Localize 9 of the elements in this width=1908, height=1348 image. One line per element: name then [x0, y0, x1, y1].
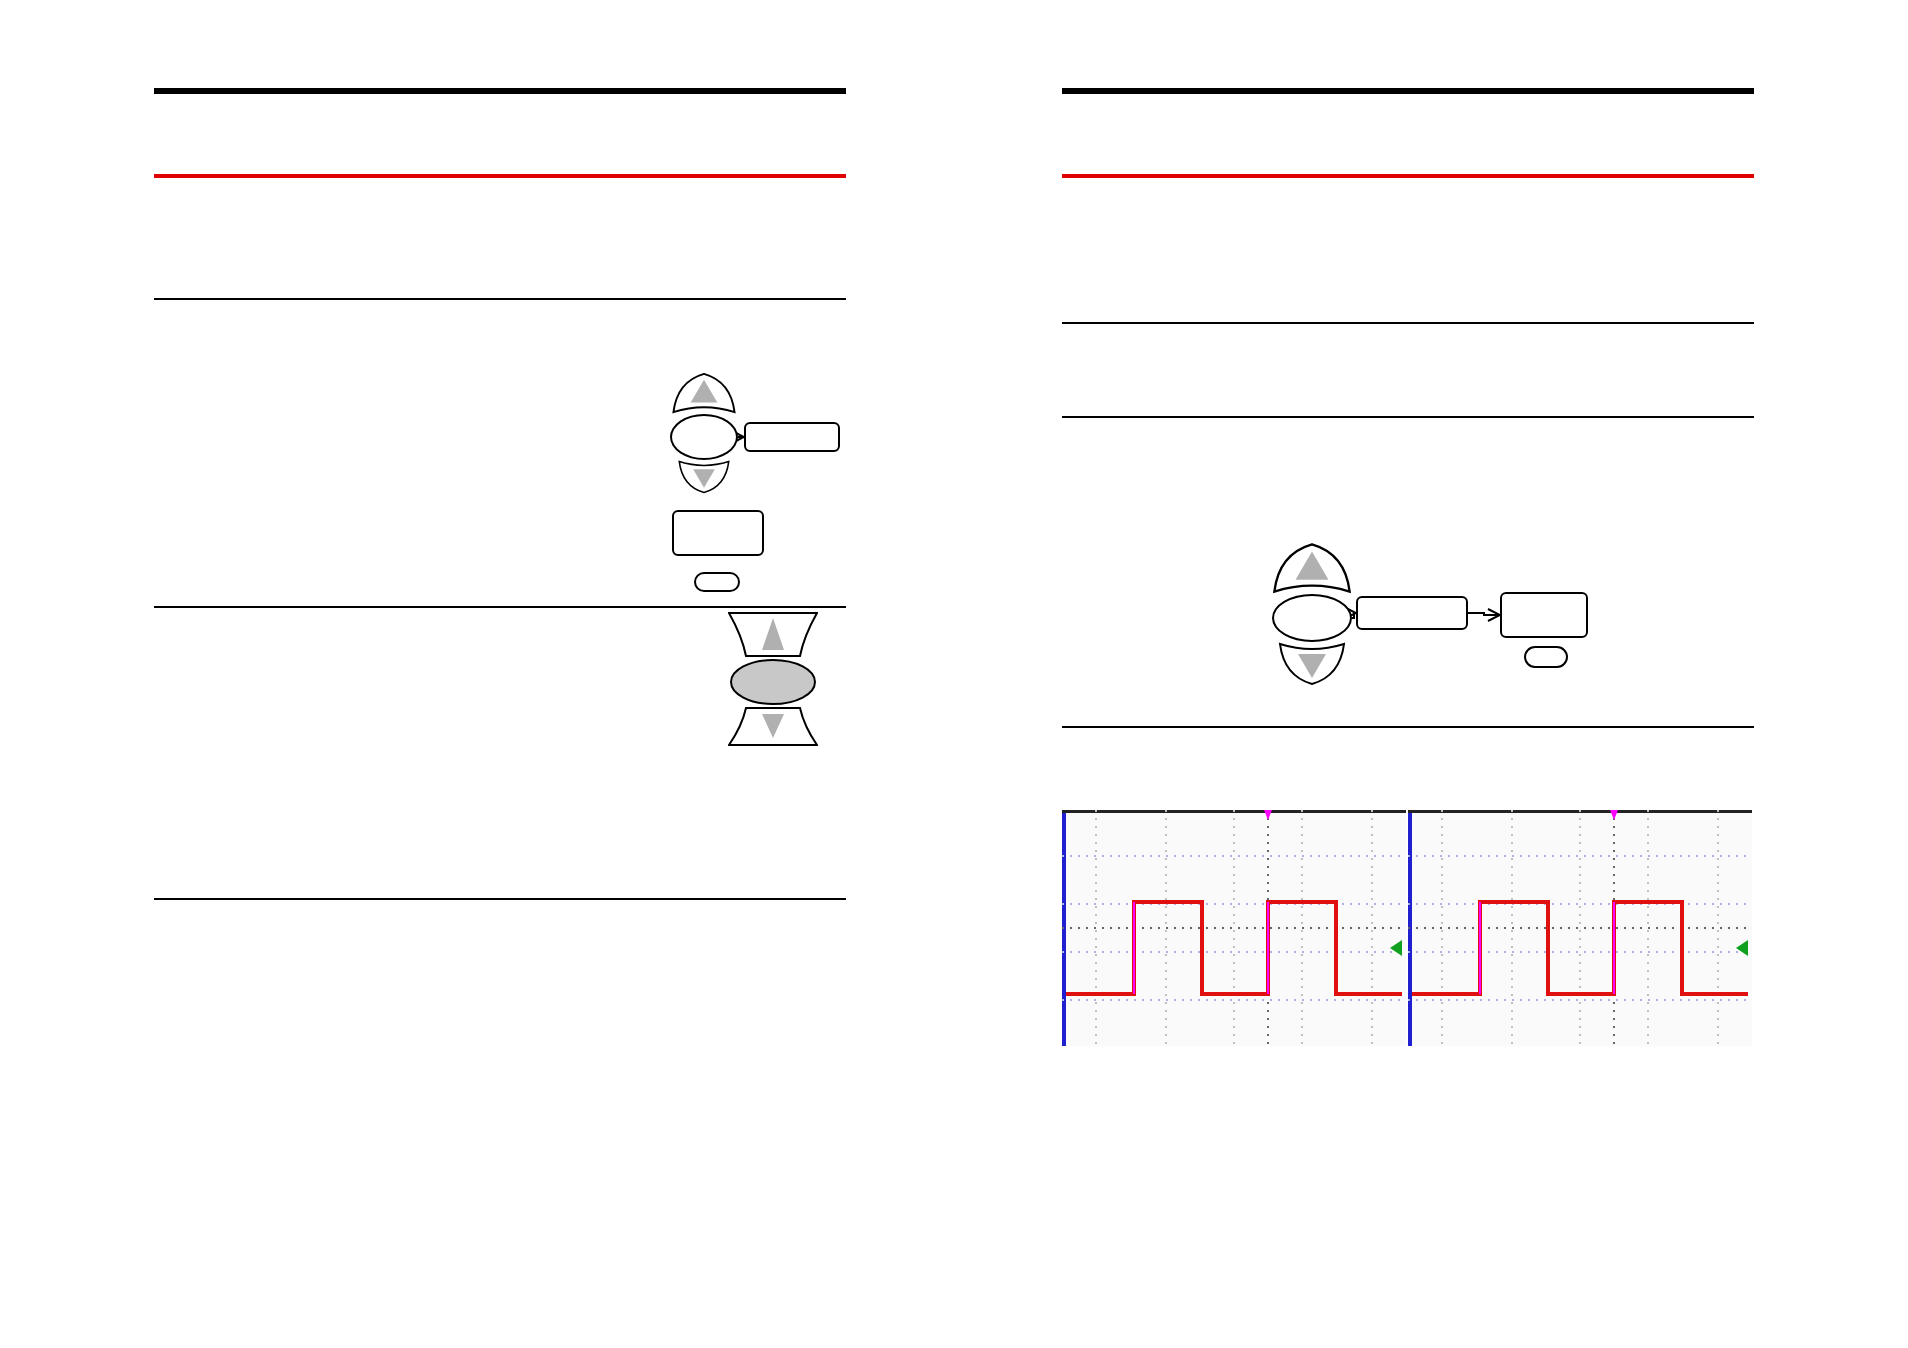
- menu-box: [1500, 592, 1588, 638]
- menu-box: [1356, 596, 1468, 630]
- pill-key: [694, 572, 740, 592]
- pill-key: [1524, 646, 1568, 668]
- menu-box: [672, 510, 764, 556]
- oval-key: [1272, 594, 1352, 642]
- menu-box: [744, 422, 840, 452]
- oval-key: [670, 414, 738, 460]
- arrow: [1467, 608, 1501, 622]
